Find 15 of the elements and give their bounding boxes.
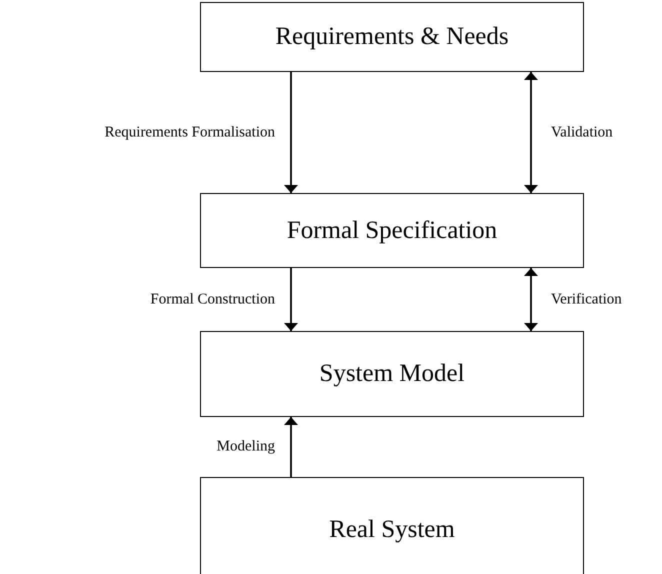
edge-label: Modeling [216,438,275,456]
process-box [200,477,584,574]
box-title: Requirements & Needs [275,23,509,51]
arrow [287,417,295,477]
process-box [200,2,584,72]
arrow [287,268,295,331]
arrow [287,72,295,193]
box-title: System Model [319,360,465,388]
box-title: Formal Specification [286,216,498,244]
process-box [200,331,584,417]
process-box [200,193,584,268]
arrow [527,268,535,331]
arrow [527,72,535,193]
edge-label: Requirements Formalisation [104,124,275,141]
box-title: Real System [329,516,455,544]
